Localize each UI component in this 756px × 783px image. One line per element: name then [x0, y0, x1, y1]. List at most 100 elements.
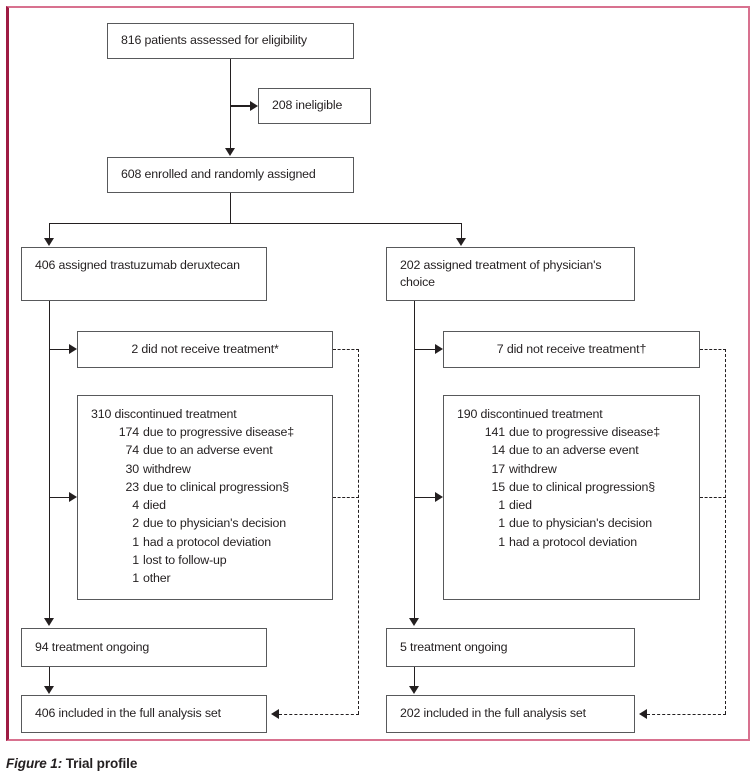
reason-count: 30 [125, 461, 140, 476]
connector-branch-left [49, 223, 51, 239]
node-ongoing-left-label: 94 treatment ongoing [35, 639, 150, 654]
reason-count: 174 [118, 425, 139, 440]
discontinued-left-reason-row: 4 died [109, 496, 324, 514]
node-assessed-label: 816 patients assessed for eligibility [121, 33, 307, 48]
connector-branch-right [461, 223, 463, 239]
dashed-left-vertical [358, 349, 359, 714]
dashed-left-discontinued-out [333, 497, 359, 498]
figure-caption-label: Figure 1: [6, 756, 63, 771]
reason-count: 1 [498, 498, 505, 513]
connector-right-discontinued [414, 496, 435, 499]
node-enrolled-label: 608 enrolled and randomly assigned [121, 167, 316, 182]
reason-count: 14 [491, 443, 506, 458]
discontinued-right-reason-row: 1 due to physician's decision [475, 514, 691, 532]
arrowhead-left-discontinued [69, 492, 77, 502]
reason-count: 1 [132, 571, 139, 586]
reason-text: died [143, 498, 166, 513]
arrowhead-left-fas-dashed [271, 708, 279, 719]
discontinued-right-reason-row: 1 had a protocol deviation [475, 533, 691, 551]
node-ongoing-left: 94 treatment ongoing [21, 628, 267, 667]
arrowhead-left-no-treatment [69, 344, 77, 354]
node-ineligible-label: 208 ineligible [272, 98, 343, 113]
reason-count: 17 [491, 461, 506, 476]
node-ongoing-right: 5 treatment ongoing [386, 628, 635, 667]
arrowhead-right-fas-dashed [639, 708, 647, 719]
reason-text: lost to follow-up [143, 552, 227, 567]
reason-text: due to progressive disease‡ [509, 425, 660, 440]
reason-text: due to an adverse event [509, 443, 639, 458]
node-arm-left-label: 406 assigned trastuzumab deruxtecan [35, 258, 240, 272]
reason-text: withdrew [143, 461, 191, 476]
reason-count: 1 [498, 516, 505, 531]
trial-profile-flowchart: 816 patients assessed for eligibility 20… [21, 23, 726, 733]
dashed-right-no-treatment-out [700, 349, 726, 350]
node-arm-left: 406 assigned trastuzumab deruxtecan [21, 247, 267, 301]
reason-text: withdrew [509, 461, 557, 476]
discontinued-left-reason-row: 1 lost to follow-up [109, 551, 324, 569]
node-full-analysis-set-left-label: 406 included in the full analysis set [35, 706, 221, 721]
reason-text: due to clinical progression§ [143, 479, 289, 494]
arrowhead-right-discontinued [435, 492, 443, 502]
reason-text: died [509, 498, 532, 513]
figure-frame [6, 6, 750, 741]
arrowhead-right-no-treatment [435, 344, 443, 354]
node-full-analysis-set-right-label: 202 included in the full analysis set [400, 706, 586, 721]
arrowhead-left-fas [44, 686, 55, 694]
connector-assessed-to-enrolled [230, 59, 232, 149]
dashed-right-discontinued-out [700, 497, 726, 498]
figure-caption-text: Trial profile [62, 756, 138, 771]
dashed-left-no-treatment-out [333, 349, 359, 350]
node-arm-right: 202 assigned treatment of physician's ch… [386, 247, 635, 301]
reason-count: 15 [491, 479, 506, 494]
reason-count: 2 [132, 516, 139, 531]
node-arm-right-label: 202 assigned treatment of physician's ch… [400, 258, 602, 290]
reason-text: due to clinical progression§ [509, 479, 655, 494]
reason-count: 1 [132, 552, 139, 567]
node-ongoing-right-label: 5 treatment ongoing [400, 639, 508, 654]
reason-count: 1 [498, 534, 505, 549]
reason-count: 141 [484, 425, 505, 440]
connector-left-ongoing-to-fas [49, 667, 51, 686]
discontinued-left-reason-row: 174 due to progressive disease‡ [109, 423, 324, 441]
discontinued-right-reason-row: 141 due to progressive disease‡ [475, 423, 691, 441]
node-no-treatment-left: 2 did not receive treatment* [77, 331, 333, 368]
node-no-treatment-right: 7 did not receive treatment† [443, 331, 700, 368]
reason-text: other [143, 571, 171, 586]
dashed-left-into-fas [279, 713, 359, 715]
reason-count: 1 [132, 534, 139, 549]
reason-text: due to progressive disease‡ [143, 425, 294, 440]
connector-right-spine [414, 301, 416, 619]
reason-text: due to physician's decision [509, 516, 652, 531]
arrowhead-ongoing-left [44, 618, 55, 626]
node-no-treatment-right-label: 7 did not receive treatment† [496, 341, 647, 356]
discontinued-right-reason-row: 1 died [475, 496, 691, 514]
reason-count: 4 [132, 498, 139, 513]
arrowhead-ineligible [250, 100, 258, 111]
figure-caption: Figure 1: Trial profile [6, 756, 746, 771]
arrowhead-arm-left [44, 238, 55, 246]
arrowhead-ongoing-right [409, 618, 420, 626]
reason-text: had a protocol deviation [509, 534, 637, 549]
node-no-treatment-left-label: 2 did not receive treatment* [131, 341, 279, 356]
dashed-right-vertical [725, 349, 726, 714]
node-full-analysis-set-right: 202 included in the full analysis set [386, 695, 635, 733]
discontinued-left-list: 310 discontinued treatment 174 due to pro… [78, 396, 332, 587]
reason-text: due to an adverse event [143, 443, 273, 458]
discontinued-left-reason-row: 1 other [109, 569, 324, 587]
node-assessed: 816 patients assessed for eligibility [107, 23, 354, 59]
discontinued-left-heading: 310 discontinued treatment [91, 407, 237, 421]
node-discontinued-left: 310 discontinued treatment 174 due to pro… [77, 395, 333, 600]
connector-left-no-treatment [49, 348, 69, 351]
node-ineligible: 208 ineligible [258, 88, 371, 124]
connector-left-spine [49, 301, 51, 619]
